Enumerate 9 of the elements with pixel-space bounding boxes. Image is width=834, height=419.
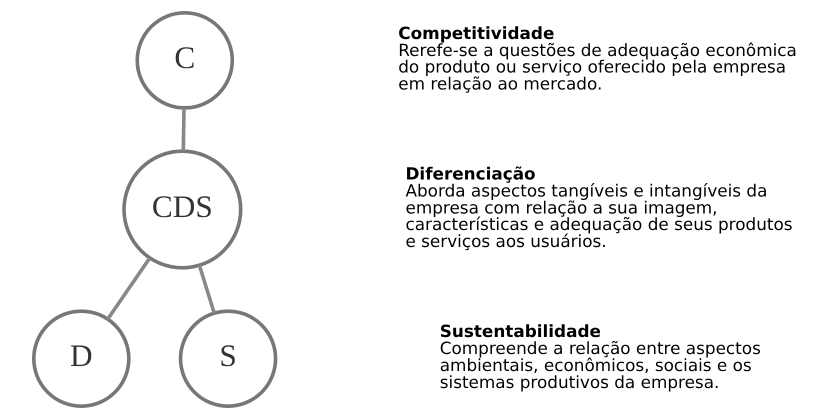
node-circle: D: [32, 309, 130, 408]
node-circle: S: [178, 309, 277, 408]
node-circle: C: [134, 11, 234, 110]
connector: [197, 264, 216, 314]
connector: [106, 256, 151, 320]
label: Diferenciação: [404, 164, 536, 184]
node-circle: CDS: [122, 149, 242, 270]
label: Competitividade: [398, 22, 554, 43]
connector: [181, 108, 186, 151]
